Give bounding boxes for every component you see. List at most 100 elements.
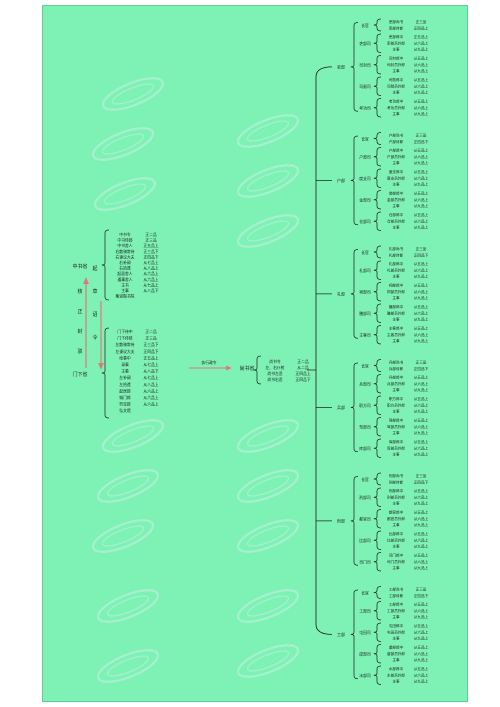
section-brace <box>373 282 382 302</box>
menxia-official-title: 弘文馆 <box>119 408 131 413</box>
section-name: 刑部司 <box>359 495 371 500</box>
section-post-rank: 正四品下 <box>414 593 429 598</box>
section-brace <box>373 325 382 345</box>
ministry-brace <box>350 589 359 680</box>
section-post-rank: 从六品上 <box>414 402 429 407</box>
zhongshu-function-char: 诏 <box>92 311 97 318</box>
menxia-official-rank: 从八品下 <box>143 369 158 374</box>
section-post-rank: 从九品上 <box>414 636 429 641</box>
section-brace <box>373 18 382 32</box>
section-brace <box>373 644 382 664</box>
menxia-official-title: 录事 <box>121 362 129 367</box>
section-post-title: 考功郎中 <box>389 99 404 104</box>
section-post-rank: 从五品上 <box>414 326 429 331</box>
section-post-rank: 正三品 <box>416 19 427 24</box>
menxia-official-rank: 正四品下 <box>143 349 158 354</box>
section-post-rank: 从五品上 <box>414 488 429 493</box>
section-post-rank: 从五品上 <box>414 623 429 628</box>
section-post-rank: 从五品上 <box>414 418 429 423</box>
zhongshu-label: 中书省 <box>72 263 87 270</box>
section-post-rank: 正四品下 <box>414 252 429 257</box>
menxia-official-title: 给事中 <box>119 355 131 360</box>
section-post-title: 主事 <box>392 317 400 322</box>
section-post-rank: 从九品上 <box>414 452 429 457</box>
section-post-rank: 从五品上 <box>414 148 429 153</box>
zhongshu-official-rank: 正五品上 <box>143 243 158 248</box>
menxia-official-title: 左散骑常侍 <box>116 342 135 347</box>
section-post-rank: 从六品上 <box>414 83 429 88</box>
zhongshu-function-char: 起 <box>92 266 97 272</box>
section-brace <box>373 622 382 642</box>
menxia-official-title: 符宝郎 <box>119 402 131 407</box>
shangshu-official-rank: 正四品下 <box>295 377 310 382</box>
zhongshu-official-title: 中书侍郎 <box>117 238 132 243</box>
watermark-ellipse <box>93 177 157 211</box>
section-brace <box>373 552 382 572</box>
section-post-rank: 从六品上 <box>414 267 429 272</box>
menxia-official-rank: 正五品上 <box>143 355 158 360</box>
section-post-title: 司勋郎中 <box>389 77 404 82</box>
section-post-title: 刑部尚书 <box>389 473 404 478</box>
section-post-title: 礼部侍郎 <box>389 252 404 257</box>
watermark-ellipse <box>111 83 155 105</box>
shangshu-official-title: 尚书令 <box>269 359 281 364</box>
shangshu-official-rank: 从二品 <box>297 365 309 370</box>
section-post-title: 主事 <box>392 657 400 662</box>
watermark-ellipse <box>101 525 145 547</box>
section-post-title: 户部侍郎 <box>389 139 404 144</box>
zhongshu-official-title: 主事 <box>121 288 129 293</box>
section-post-title: 职方员外郎 <box>387 402 405 407</box>
section-post-title: 工部员外郎 <box>387 608 405 613</box>
section-post-rank: 从九品上 <box>414 160 429 165</box>
menxia-label: 门下省 <box>72 371 87 378</box>
section-post-title: 比部郎中 <box>389 531 404 536</box>
watermark-ellipse <box>96 469 160 503</box>
zhongshu-brace <box>101 229 110 301</box>
section-brace <box>373 601 382 621</box>
section-post-rank: 正三品 <box>416 133 427 138</box>
section-post-rank: 从九品上 <box>414 274 429 279</box>
zhongshu-official-title: 中书令 <box>119 232 131 237</box>
zhongshu-official-title: 右补阙 <box>119 260 131 265</box>
section-name: 户部司 <box>359 155 371 160</box>
menxia-brace <box>101 327 110 419</box>
menxia-official-rank: 从六品上 <box>143 402 158 407</box>
section-brace <box>373 260 382 280</box>
section-post-rank: 从五品上 <box>414 191 429 196</box>
section-name: 长官 <box>361 477 369 482</box>
watermark-ellipse <box>101 133 145 155</box>
ministry-brace <box>350 476 359 566</box>
ministry-name: 吏部 <box>337 63 345 69</box>
section-post-rank: 从六品上 <box>414 629 429 634</box>
section-post-title: 兵部侍郎 <box>389 366 404 371</box>
zhongshu-official-title: 中书舍人 <box>117 243 132 248</box>
ministry-brace <box>350 362 359 453</box>
section-post-title: 水部郎中 <box>389 666 404 671</box>
menxia-official-title: 城门郎 <box>119 395 131 400</box>
section-post-title: 兵部员外郎 <box>387 381 405 386</box>
menxia-official-rank: 从八品上 <box>143 382 158 387</box>
shangshu-official-rank: 正四品上 <box>295 371 310 376</box>
section-name: 兵部司 <box>359 382 371 387</box>
section-name: 长官 <box>361 136 369 141</box>
section-post-rank: 从五品上 <box>414 602 429 607</box>
ministry-brace <box>350 22 359 112</box>
zhongshu-official-title: 主书 <box>121 282 129 287</box>
section-post-title: 户部尚书 <box>389 133 404 138</box>
watermark-ellipse <box>96 649 160 683</box>
watermark-ellipse <box>236 214 300 248</box>
shangshu-label: 尚书省 <box>239 365 254 372</box>
section-post-rank: 从六品上 <box>414 516 429 521</box>
section-post-title: 主事 <box>392 409 400 414</box>
ministry-name: 礼部 <box>337 290 345 296</box>
section-post-rank: 从九品上 <box>414 544 429 549</box>
menxia-official-title: 主事 <box>121 369 129 374</box>
zhongshu-official-rank: 正四品下 <box>143 254 158 259</box>
section-name: 屯田司 <box>359 630 371 635</box>
section-post-rank: 从五品上 <box>414 531 429 536</box>
section-post-rank: 从九品上 <box>414 430 429 435</box>
zhongshu-official-rank: 从八品下 <box>143 288 158 293</box>
ministry-name: 刑部 <box>337 517 345 523</box>
section-post-rank: 从五品上 <box>414 396 429 401</box>
zhongshu-official-rank: 从六品上 <box>143 277 158 282</box>
